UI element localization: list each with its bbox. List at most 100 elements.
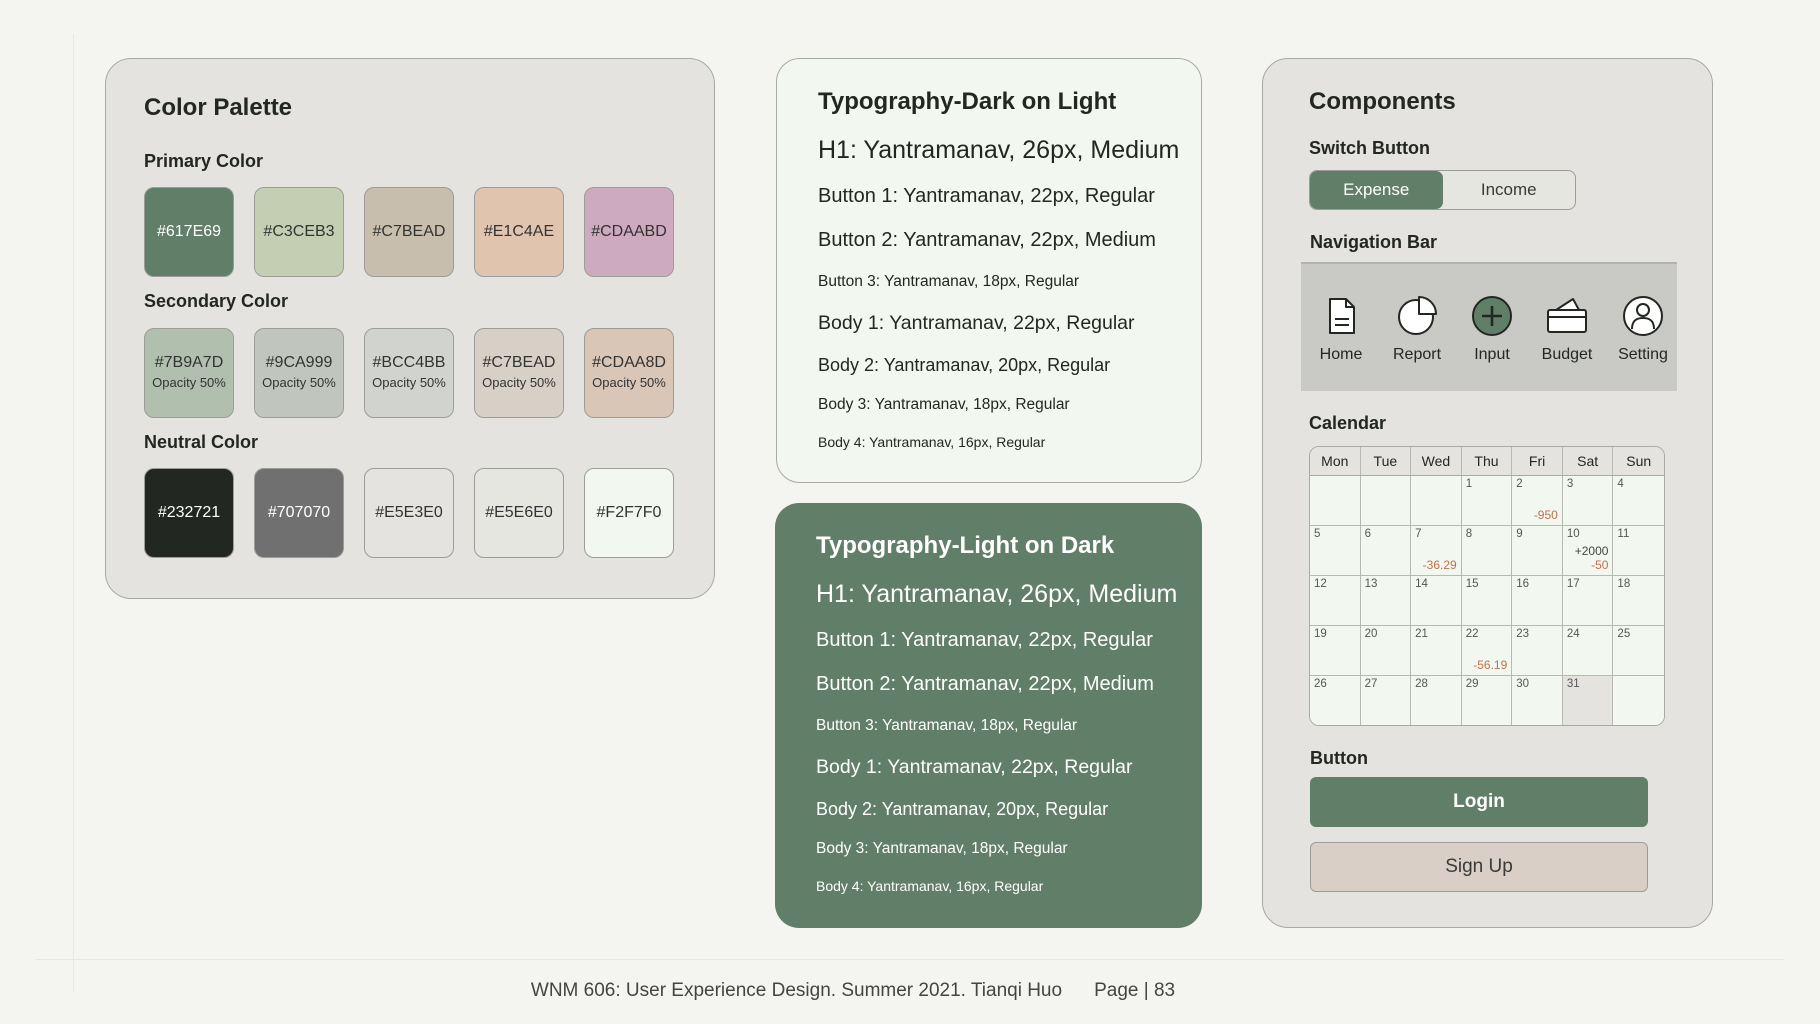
- calendar-day-number: 30: [1516, 678, 1530, 690]
- sample-button-3: Button 3: Yantramanav, 18px, Regular: [816, 717, 1078, 734]
- sample-button-2: Button 2: Yantramanav, 22px, Medium: [816, 673, 1154, 695]
- swatch-hex: #BCC4BB: [372, 354, 446, 371]
- calendar-day-cell[interactable]: 2-950: [1512, 476, 1563, 526]
- page-number: Page | 83: [1094, 980, 1176, 1001]
- calendar-day-number: 10: [1566, 528, 1580, 540]
- calendar-day-number: 23: [1516, 628, 1530, 640]
- color-swatch: #617E69: [144, 187, 234, 277]
- palette-title: Color Palette: [144, 94, 293, 121]
- swatch-hex: #E5E3E0: [375, 504, 443, 521]
- primary-color-label: Primary Color: [144, 151, 264, 171]
- color-swatch: #BCC4BB Opacity 50%: [364, 328, 454, 418]
- login-button[interactable]: Login: [1310, 777, 1648, 827]
- calendar-amount: +2000-50: [1575, 544, 1609, 572]
- calendar-day-cell[interactable]: 31: [1562, 676, 1614, 725]
- swatch-opacity: Opacity 50%: [372, 375, 446, 390]
- switch-option-expense[interactable]: Expense: [1310, 171, 1443, 209]
- nav-item-home[interactable]: Home: [1301, 294, 1381, 364]
- sample-body-1: Body 1: Yantramanav, 22px, Regular: [818, 312, 1135, 334]
- calendar-day-cell[interactable]: [1613, 676, 1664, 725]
- color-swatch: #CDAABD: [584, 187, 674, 277]
- calendar-day-cell[interactable]: 29: [1461, 676, 1513, 725]
- calendar-day-cell[interactable]: 27: [1360, 676, 1412, 725]
- pie-chart-icon: [1398, 296, 1437, 335]
- swatch-opacity: Opacity 50%: [152, 375, 226, 390]
- calendar-day-cell[interactable]: 18: [1613, 576, 1664, 626]
- calendar-day-cell[interactable]: 24: [1562, 626, 1614, 676]
- calendar-day-cell[interactable]: 10 +2000-50: [1562, 526, 1614, 576]
- page-footer: WNM 606: User Experience Design. Summer …: [0, 980, 1706, 1002]
- wallet-icon: [1547, 298, 1587, 333]
- calendar-day-cell[interactable]: [1310, 476, 1361, 526]
- calendar-day-cell[interactable]: 14: [1411, 576, 1462, 626]
- calendar-day-cell[interactable]: 12: [1310, 576, 1361, 626]
- calendar-day-number: 7: [1415, 528, 1422, 540]
- calendar-day-number: 1: [1465, 478, 1473, 490]
- sample-body-1: Body 1: Yantramanav, 22px, Regular: [816, 756, 1133, 778]
- calendar-day-cell[interactable]: 15: [1461, 576, 1513, 626]
- calendar-day-cell[interactable]: 5: [1310, 526, 1361, 576]
- calendar-day-cell[interactable]: 19: [1310, 626, 1361, 676]
- calendar-day-cell[interactable]: 1: [1461, 476, 1513, 526]
- calendar-day-cell[interactable]: 17: [1562, 576, 1614, 626]
- calendar-day-number: 5: [1314, 528, 1321, 540]
- calendar-day-cell[interactable]: 21: [1411, 626, 1462, 676]
- color-palette-card: Color Palette Primary Color #617E69 #C3C…: [105, 58, 715, 599]
- expense-income-switch[interactable]: Expense Income: [1309, 170, 1576, 210]
- color-swatch: #C7BEAD: [364, 187, 454, 277]
- nav-item-input[interactable]: Input: [1452, 294, 1532, 364]
- calendar-day-cell[interactable]: 28: [1411, 676, 1462, 725]
- calendar-day-number: 3: [1566, 478, 1574, 490]
- weekday-label: Tue: [1361, 447, 1412, 475]
- calendar-day-cell[interactable]: 6: [1360, 526, 1412, 576]
- nav-item-setting[interactable]: Setting: [1603, 294, 1683, 364]
- nav-item-budget[interactable]: Budget: [1527, 294, 1607, 364]
- sample-body-4: Body 4: Yantramanav, 16px, Regular: [816, 878, 1044, 894]
- swatch-hex: #CDAA8D: [592, 354, 666, 371]
- switch-option-income[interactable]: Income: [1480, 180, 1537, 199]
- calendar-day-cell[interactable]: 4: [1613, 476, 1664, 526]
- sample-h1: H1: Yantramanav, 26px, Medium: [816, 580, 1178, 608]
- calendar-day-cell[interactable]: 16: [1512, 576, 1563, 626]
- signup-button[interactable]: Sign Up: [1310, 842, 1648, 892]
- nav-item-report[interactable]: Report: [1377, 294, 1457, 364]
- neutral-swatch-row: #232721 #707070 #E5E3E0 #E5E6E0 #F2F7F0: [144, 468, 674, 558]
- calendar-day-cell[interactable]: 26: [1310, 676, 1361, 725]
- sample-h1: H1: Yantramanav, 26px, Medium: [818, 136, 1180, 164]
- calendar-day-cell[interactable]: 23: [1512, 626, 1563, 676]
- swatch-hex: #C7BEAD: [372, 223, 446, 240]
- sample-body-2: Body 2: Yantramanav, 20px, Regular: [818, 355, 1111, 375]
- calendar-day-cell[interactable]: 8: [1461, 526, 1513, 576]
- color-swatch: #E1C4AE: [474, 187, 564, 277]
- calendar-day-cell[interactable]: 11: [1613, 526, 1664, 576]
- calendar-day-cell[interactable]: 22-56.19: [1461, 626, 1513, 676]
- calendar-day-cell[interactable]: 20: [1360, 626, 1412, 676]
- swatch-hex: #F2F7F0: [596, 504, 662, 521]
- calendar-day-cell[interactable]: [1411, 476, 1462, 526]
- calendar-day-cell[interactable]: 9: [1512, 526, 1563, 576]
- document-icon: [1329, 298, 1355, 334]
- calendar-weekday-header: Mon Tue Wed Thu Fri Sat Sun: [1310, 447, 1664, 476]
- calendar-day-number: 8: [1465, 528, 1473, 540]
- typography-title: Typography-Dark on Light: [818, 88, 1117, 115]
- calendar-day-cell[interactable]: 30: [1512, 676, 1563, 725]
- color-swatch: #F2F7F0: [584, 468, 674, 558]
- calendar-day-cell[interactable]: 3: [1562, 476, 1614, 526]
- swatch-hex: #CDAABD: [591, 223, 667, 240]
- weekday-label: Thu: [1462, 447, 1513, 475]
- weekday-label: Fri: [1512, 447, 1563, 475]
- calendar-day-cell[interactable]: 7-36.29: [1411, 526, 1462, 576]
- weekday-label: Mon: [1310, 447, 1361, 475]
- navigation-bar: Home Report Input Budget: [1301, 262, 1677, 391]
- swatch-hex: #E5E6E0: [485, 504, 553, 521]
- calendar-day-cell[interactable]: 25: [1613, 626, 1664, 676]
- user-icon: [1623, 296, 1663, 336]
- calendar-day-cell[interactable]: [1360, 476, 1412, 526]
- calendar-day-cell[interactable]: 13: [1360, 576, 1412, 626]
- sample-button-3: Button 3: Yantramanav, 18px, Regular: [818, 273, 1080, 290]
